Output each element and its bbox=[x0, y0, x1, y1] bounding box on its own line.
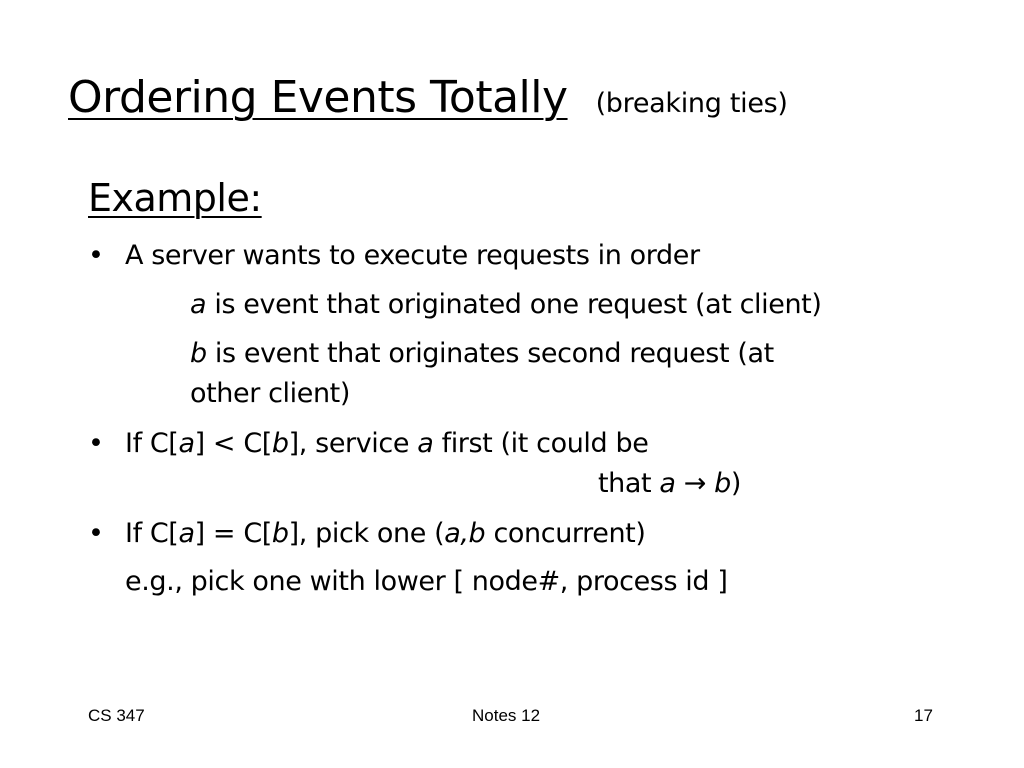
bullet-2-cont-part: ) bbox=[730, 468, 742, 499]
bullet-2-text: If C[a] < C[b], service a first (it coul… bbox=[125, 428, 649, 459]
event-a-var: a bbox=[190, 289, 207, 320]
bullet-2-cont-var: b bbox=[714, 468, 731, 499]
bullet-1-sub-1: a is event that originated one request (… bbox=[190, 289, 822, 320]
bullet-3-var: a,b bbox=[444, 518, 486, 549]
bullet-2-part: If C[ bbox=[125, 428, 179, 459]
bullet-3-text: If C[a] = C[b], pick one (a,b concurrent… bbox=[125, 518, 646, 549]
bullet-2-cont-part: that bbox=[598, 468, 660, 499]
bullet-3-example: e.g., pick one with lower [ node#, proce… bbox=[125, 566, 728, 597]
bullet-2-part: first (it could be bbox=[433, 428, 649, 459]
slide-title-row: Ordering Events Totally (breaking ties) bbox=[68, 72, 788, 123]
bullet-2-var: a bbox=[417, 428, 434, 459]
footer-page-number: 17 bbox=[914, 706, 933, 725]
slide-subtitle: (breaking ties) bbox=[595, 88, 788, 119]
footer-course: CS 347 bbox=[88, 706, 145, 725]
bullet-3-part: ] = C[ bbox=[194, 518, 273, 549]
bullet-2-cont: that a → b) bbox=[598, 468, 741, 499]
bullet-3-var: b bbox=[271, 518, 289, 549]
event-b-var: b bbox=[190, 338, 207, 369]
bullet-3-marker: • bbox=[88, 518, 104, 549]
slide-title: Ordering Events Totally bbox=[68, 72, 568, 123]
example-heading: Example: bbox=[88, 176, 262, 220]
bullet-3-part: If C[ bbox=[125, 518, 179, 549]
bullet-2-marker: • bbox=[88, 428, 104, 459]
bullet-1-sub-2-text: is event that originates second request … bbox=[206, 338, 774, 369]
footer-notes: Notes 12 bbox=[472, 706, 541, 725]
bullet-3-var: a bbox=[178, 518, 195, 549]
bullet-1-sub-2: b is event that originates second reques… bbox=[190, 338, 774, 369]
bullet-2-var: b bbox=[271, 428, 289, 459]
bullet-1-sub-2-cont: other client) bbox=[190, 378, 351, 409]
bullet-2-var: a bbox=[178, 428, 195, 459]
bullet-1-sub-1-text: is event that originated one request (at… bbox=[206, 289, 822, 320]
bullet-2-part: ] < C[ bbox=[194, 428, 273, 459]
right-arrow-icon: → bbox=[675, 468, 715, 499]
bullet-3-part: concurrent) bbox=[485, 518, 646, 549]
bullet-2-cont-var: a bbox=[659, 468, 676, 499]
bullet-3-part: ], pick one ( bbox=[288, 518, 445, 549]
bullet-2-part: ], service bbox=[288, 428, 418, 459]
bullet-1-marker: • bbox=[88, 240, 104, 271]
bullet-1-text: A server wants to execute requests in or… bbox=[125, 240, 700, 271]
